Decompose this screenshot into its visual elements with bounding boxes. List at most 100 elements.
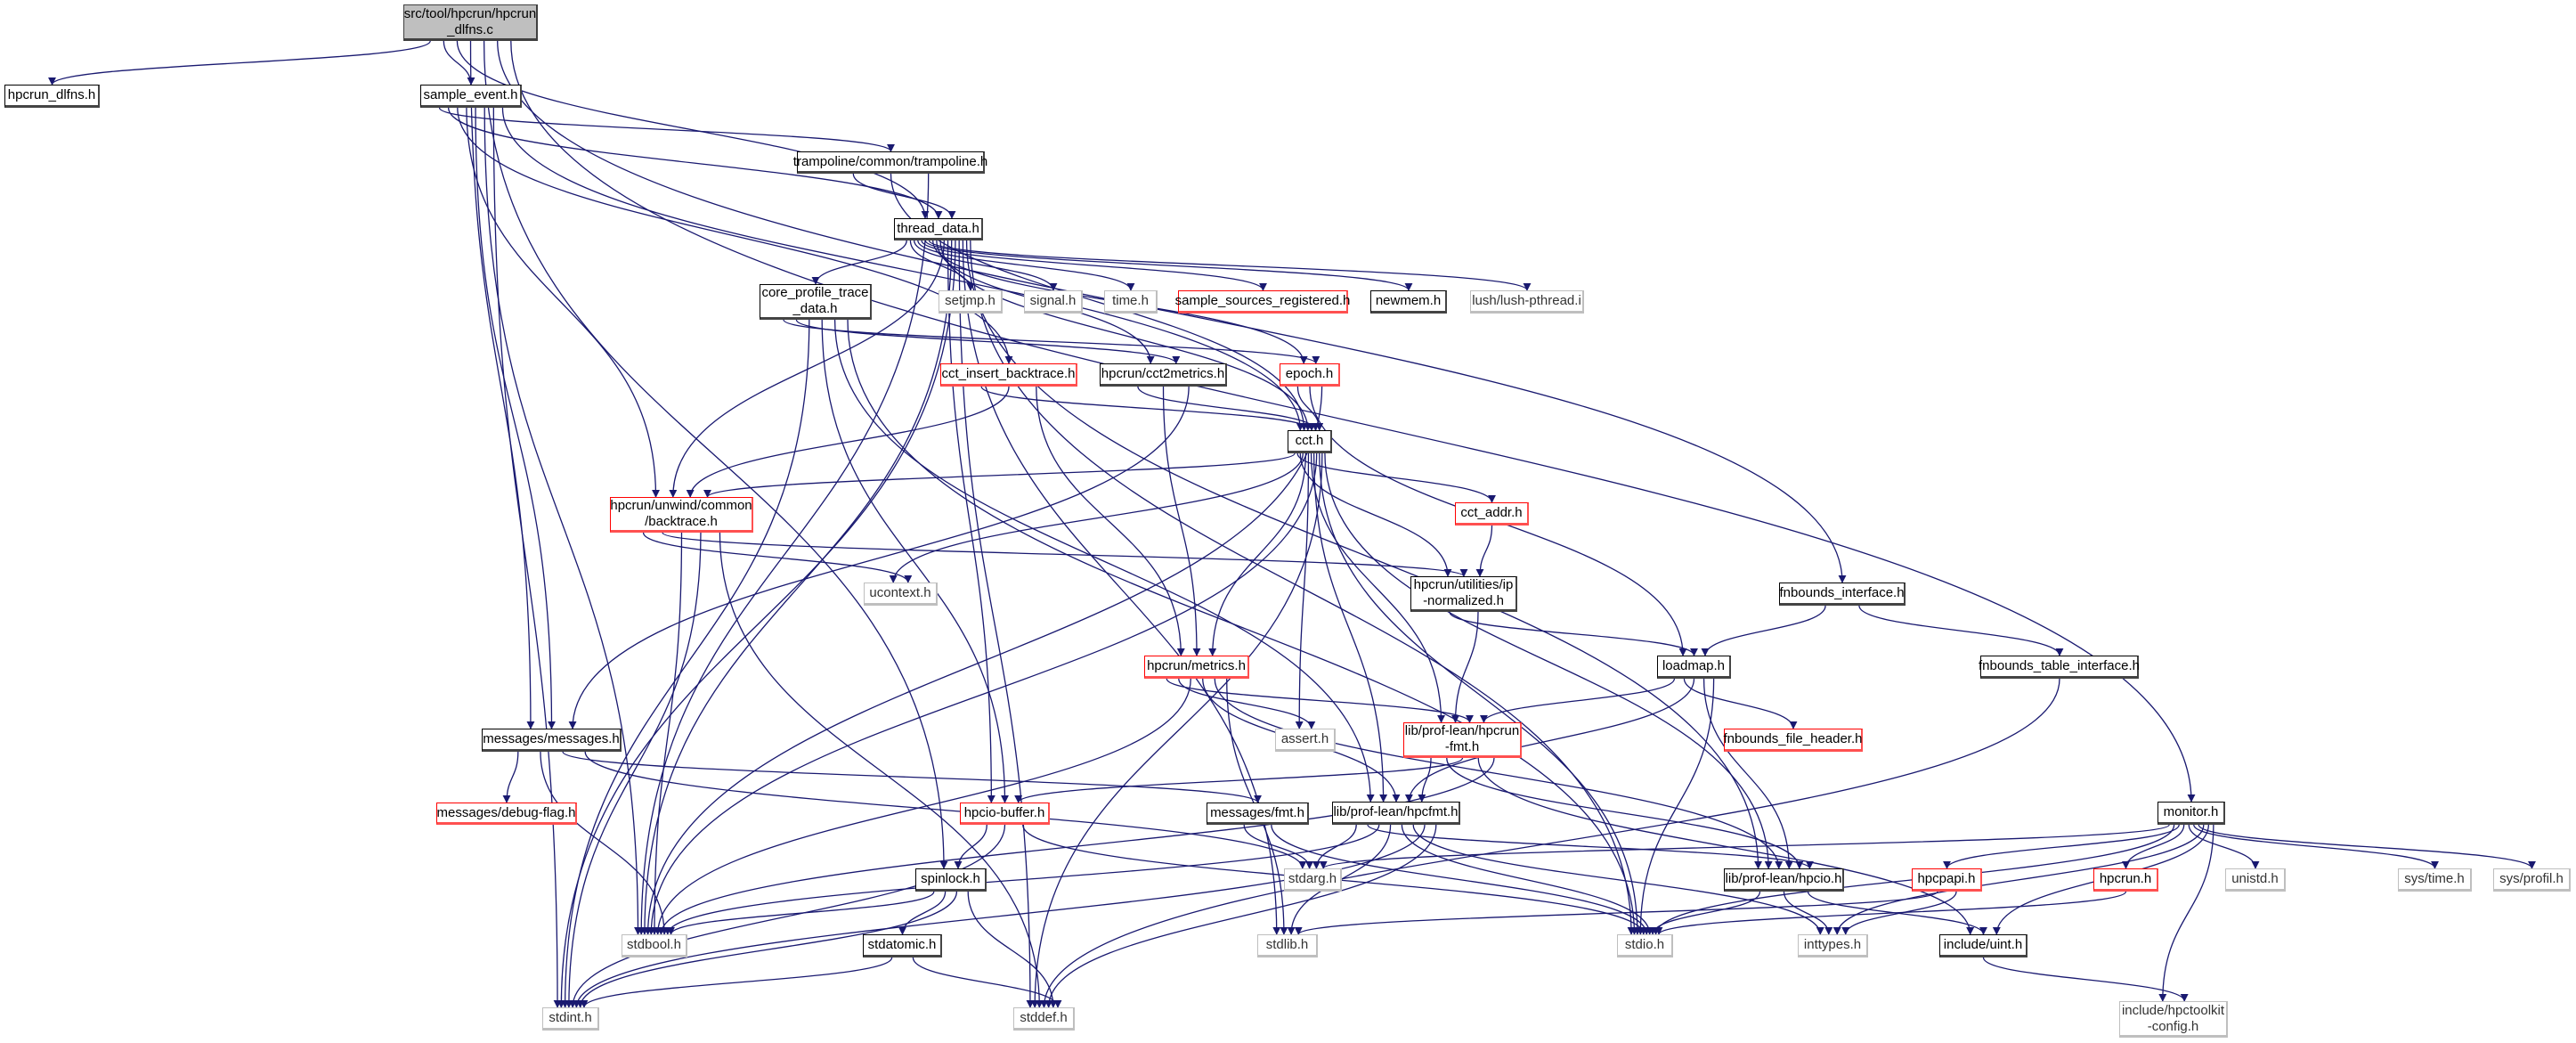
- edge-loadmap-h-to-hpcrun-fmt-h: [1480, 678, 1676, 723]
- node-metrics-h[interactable]: hpcrun/metrics.h: [1144, 656, 1249, 679]
- edge-cct-insert-h-to-metrics-h: [1036, 386, 1185, 656]
- node-core-profile-h[interactable]: core_profile_trace_data.h: [760, 284, 872, 320]
- node-thread-data-h[interactable]: thread_data.h: [894, 218, 983, 240]
- node-label: hpcrun/cct2metrics.h: [1101, 366, 1225, 381]
- node-sample-sources-h[interactable]: sample_sources_registered.h: [1175, 290, 1350, 314]
- node-label: lush/lush-pthread.i: [1472, 293, 1581, 308]
- node-stdio-h[interactable]: stdio.h: [1617, 934, 1673, 957]
- node-trampoline-h[interactable]: trampoline/common/trampoline.h: [793, 151, 987, 174]
- node-label: /backtrace.h: [645, 514, 718, 529]
- edge-cct2metrics-h-to-cct-h: [1137, 386, 1320, 431]
- edge-monitor-h-to-systime-h: [2193, 824, 2439, 869]
- edge-sample-event-h-to-stdbool-h: [484, 107, 642, 935]
- edge-metrics-h-to-stdbool-h: [654, 678, 1191, 935]
- node-uint-h[interactable]: include/uint.h: [1939, 934, 2027, 957]
- node-hpcrun-fmt-h[interactable]: lib/prof-lean/hpcrun-fmt.h: [1403, 722, 1522, 758]
- node-spinlock-h[interactable]: spinlock.h: [915, 868, 987, 892]
- node-fnbounds-fh-h[interactable]: fnbounds_file_header.h: [1724, 729, 1863, 752]
- node-cct2metrics-h[interactable]: hpcrun/cct2metrics.h: [1100, 363, 1227, 387]
- node-stdarg-h[interactable]: stdarg.h: [1284, 868, 1342, 892]
- node-msg-fmt-h[interactable]: messages/fmt.h: [1207, 803, 1309, 825]
- node-label: fnbounds_table_interface.h: [1979, 658, 2140, 673]
- edge-dlfns-c-to-thread-data-h: [456, 40, 930, 219]
- node-assert-h[interactable]: assert.h: [1275, 729, 1336, 752]
- node-label: -fmt.h: [1444, 739, 1480, 754]
- node-cct-addr-h[interactable]: cct_addr.h: [1455, 502, 1529, 526]
- node-dlfns-c[interactable]: src/tool/hpcrun/hpcrun_dlfns.c: [403, 4, 538, 41]
- edge-thread-data-h-to-sample-sources-h: [921, 240, 1267, 291]
- node-hpcfmt-h[interactable]: lib/prof-lean/hpcfmt.h: [1332, 802, 1460, 825]
- node-hpcpapi-h[interactable]: hpcpapi.h: [1912, 868, 1982, 892]
- node-stddef-h[interactable]: stddef.h: [1013, 1007, 1075, 1031]
- node-sample-event-h[interactable]: sample_event.h: [420, 85, 522, 108]
- edge-cct-h-to-hpcrun-fmt-h: [1310, 452, 1446, 723]
- node-label: unistd.h: [2231, 871, 2279, 886]
- node-monitor-h[interactable]: monitor.h: [2158, 802, 2225, 825]
- node-ucontext-h[interactable]: ucontext.h: [864, 583, 938, 606]
- edge-thread-data-h-to-stdbool-h: [640, 240, 953, 935]
- node-hpcio-h[interactable]: lib/prof-lean/hpcio.h: [1724, 868, 1844, 892]
- node-label: lib/prof-lean/hpcfmt.h: [1333, 804, 1459, 819]
- edge-cct-h-to-ipnorm-h: [1299, 452, 1452, 577]
- node-hpcrun-h[interactable]: hpcrun.h: [2093, 868, 2158, 892]
- edge-loadmap-h-to-fnbounds-fh-h: [1683, 678, 1798, 729]
- node-label: include/uint.h: [1943, 937, 2023, 952]
- node-stdlib-h[interactable]: stdlib.h: [1257, 934, 1318, 957]
- node-label: monitor.h: [2163, 804, 2219, 819]
- edge-dlfns-c-to-spinlock-h: [483, 40, 948, 869]
- edge-hpcrun-fmt-h-to-hpcfmt-h: [1418, 757, 1432, 803]
- node-time-h[interactable]: time.h: [1104, 290, 1158, 314]
- edge-hpcio-buffer-h-to-stdint-h: [568, 824, 1006, 1008]
- node-hpcrun-dlfns-h[interactable]: hpcrun_dlfns.h: [4, 85, 100, 108]
- edge-cct-h-to-hpcfmt-h: [1312, 452, 1388, 803]
- node-label: -config.h: [2147, 1018, 2199, 1034]
- node-sysprofil-h[interactable]: sys/profil.h: [2493, 868, 2571, 892]
- edge-monitor-h-to-unistd-h: [2188, 824, 2260, 869]
- edge-spinlock-h-to-stddef-h: [967, 891, 1058, 1008]
- node-label: messages/messages.h: [483, 731, 620, 746]
- edge-hpcrun-h-to-stdio-h: [1654, 891, 2127, 935]
- node-lush-i[interactable]: lush/lush-pthread.i: [1470, 290, 1584, 314]
- edge-msg-fmt-h-to-stdarg-h: [1243, 824, 1314, 869]
- edge-loadmap-h-to-stdio-h: [1636, 678, 1715, 935]
- node-fnbounds-table-h[interactable]: fnbounds_table_interface.h: [1979, 656, 2140, 679]
- node-newmem-h[interactable]: newmem.h: [1370, 290, 1447, 314]
- node-cct-h[interactable]: cct.h: [1288, 430, 1332, 453]
- node-stdint-h[interactable]: stdint.h: [542, 1007, 599, 1031]
- node-stdbool-h[interactable]: stdbool.h: [622, 934, 687, 957]
- node-backtrace-h[interactable]: hpcrun/unwind/common/backtrace.h: [610, 497, 753, 533]
- node-epoch-h[interactable]: epoch.h: [1280, 363, 1340, 387]
- edge-cct-h-to-stdio-h: [1319, 452, 1642, 935]
- edge-hpcpapi-h-to-stdlib-h: [1294, 891, 1938, 935]
- node-label: cct_addr.h: [1460, 505, 1523, 520]
- edge-thread-data-h-to-signal-h: [913, 240, 1058, 291]
- node-label: trampoline/common/trampoline.h: [792, 153, 988, 169]
- node-stdatomic-h[interactable]: stdatomic.h: [863, 934, 942, 957]
- node-ipnorm-h[interactable]: hpcrun/utilities/ip-normalized.h: [1410, 576, 1517, 612]
- node-config-h[interactable]: include/hpctoolkit-config.h: [2119, 1001, 2228, 1038]
- edge-hpcrun-fmt-h-to-stdbool-h: [656, 757, 1495, 935]
- node-fnbounds-if-h[interactable]: fnbounds_interface.h: [1779, 583, 1906, 606]
- edge-epoch-h-to-cct-h: [1296, 386, 1324, 431]
- edge-monitor-h-to-stdarg-h: [1320, 824, 2170, 869]
- node-inttypes-h[interactable]: inttypes.h: [1798, 934, 1868, 957]
- node-setjmp-h[interactable]: setjmp.h: [939, 290, 1003, 314]
- node-loadmap-h[interactable]: loadmap.h: [1657, 656, 1731, 679]
- node-systime-h[interactable]: sys/time.h: [2398, 868, 2472, 892]
- node-signal-h[interactable]: signal.h: [1024, 290, 1083, 314]
- node-debug-flag-h[interactable]: messages/debug-flag.h: [436, 803, 577, 825]
- node-label: core_profile_trace: [761, 285, 869, 300]
- node-messages-h[interactable]: messages/messages.h: [482, 729, 622, 752]
- edge-cct-insert-h-to-backtrace-h: [686, 386, 1010, 498]
- node-label: fnbounds_file_header.h: [1723, 731, 1863, 746]
- node-hpcio-buffer-h[interactable]: hpcio-buffer.h: [960, 803, 1050, 825]
- node-cct-insert-h[interactable]: cct_insert_backtrace.h: [940, 363, 1077, 387]
- node-unistd-h[interactable]: unistd.h: [2225, 868, 2286, 892]
- edge-dlfns-c-to-hpcrun-dlfns-h: [48, 40, 431, 86]
- edge-cct-h-to-metrics-h: [1208, 452, 1307, 656]
- edge-thread-data-h-to-newmem-h: [924, 240, 1413, 291]
- edge-dlfns-c-to-fnbounds-if-h: [497, 40, 1847, 583]
- node-label: _data.h: [792, 301, 838, 316]
- node-label: hpcio-buffer.h: [963, 804, 1045, 820]
- edge-backtrace-h-to-ucontext-h: [642, 532, 913, 583]
